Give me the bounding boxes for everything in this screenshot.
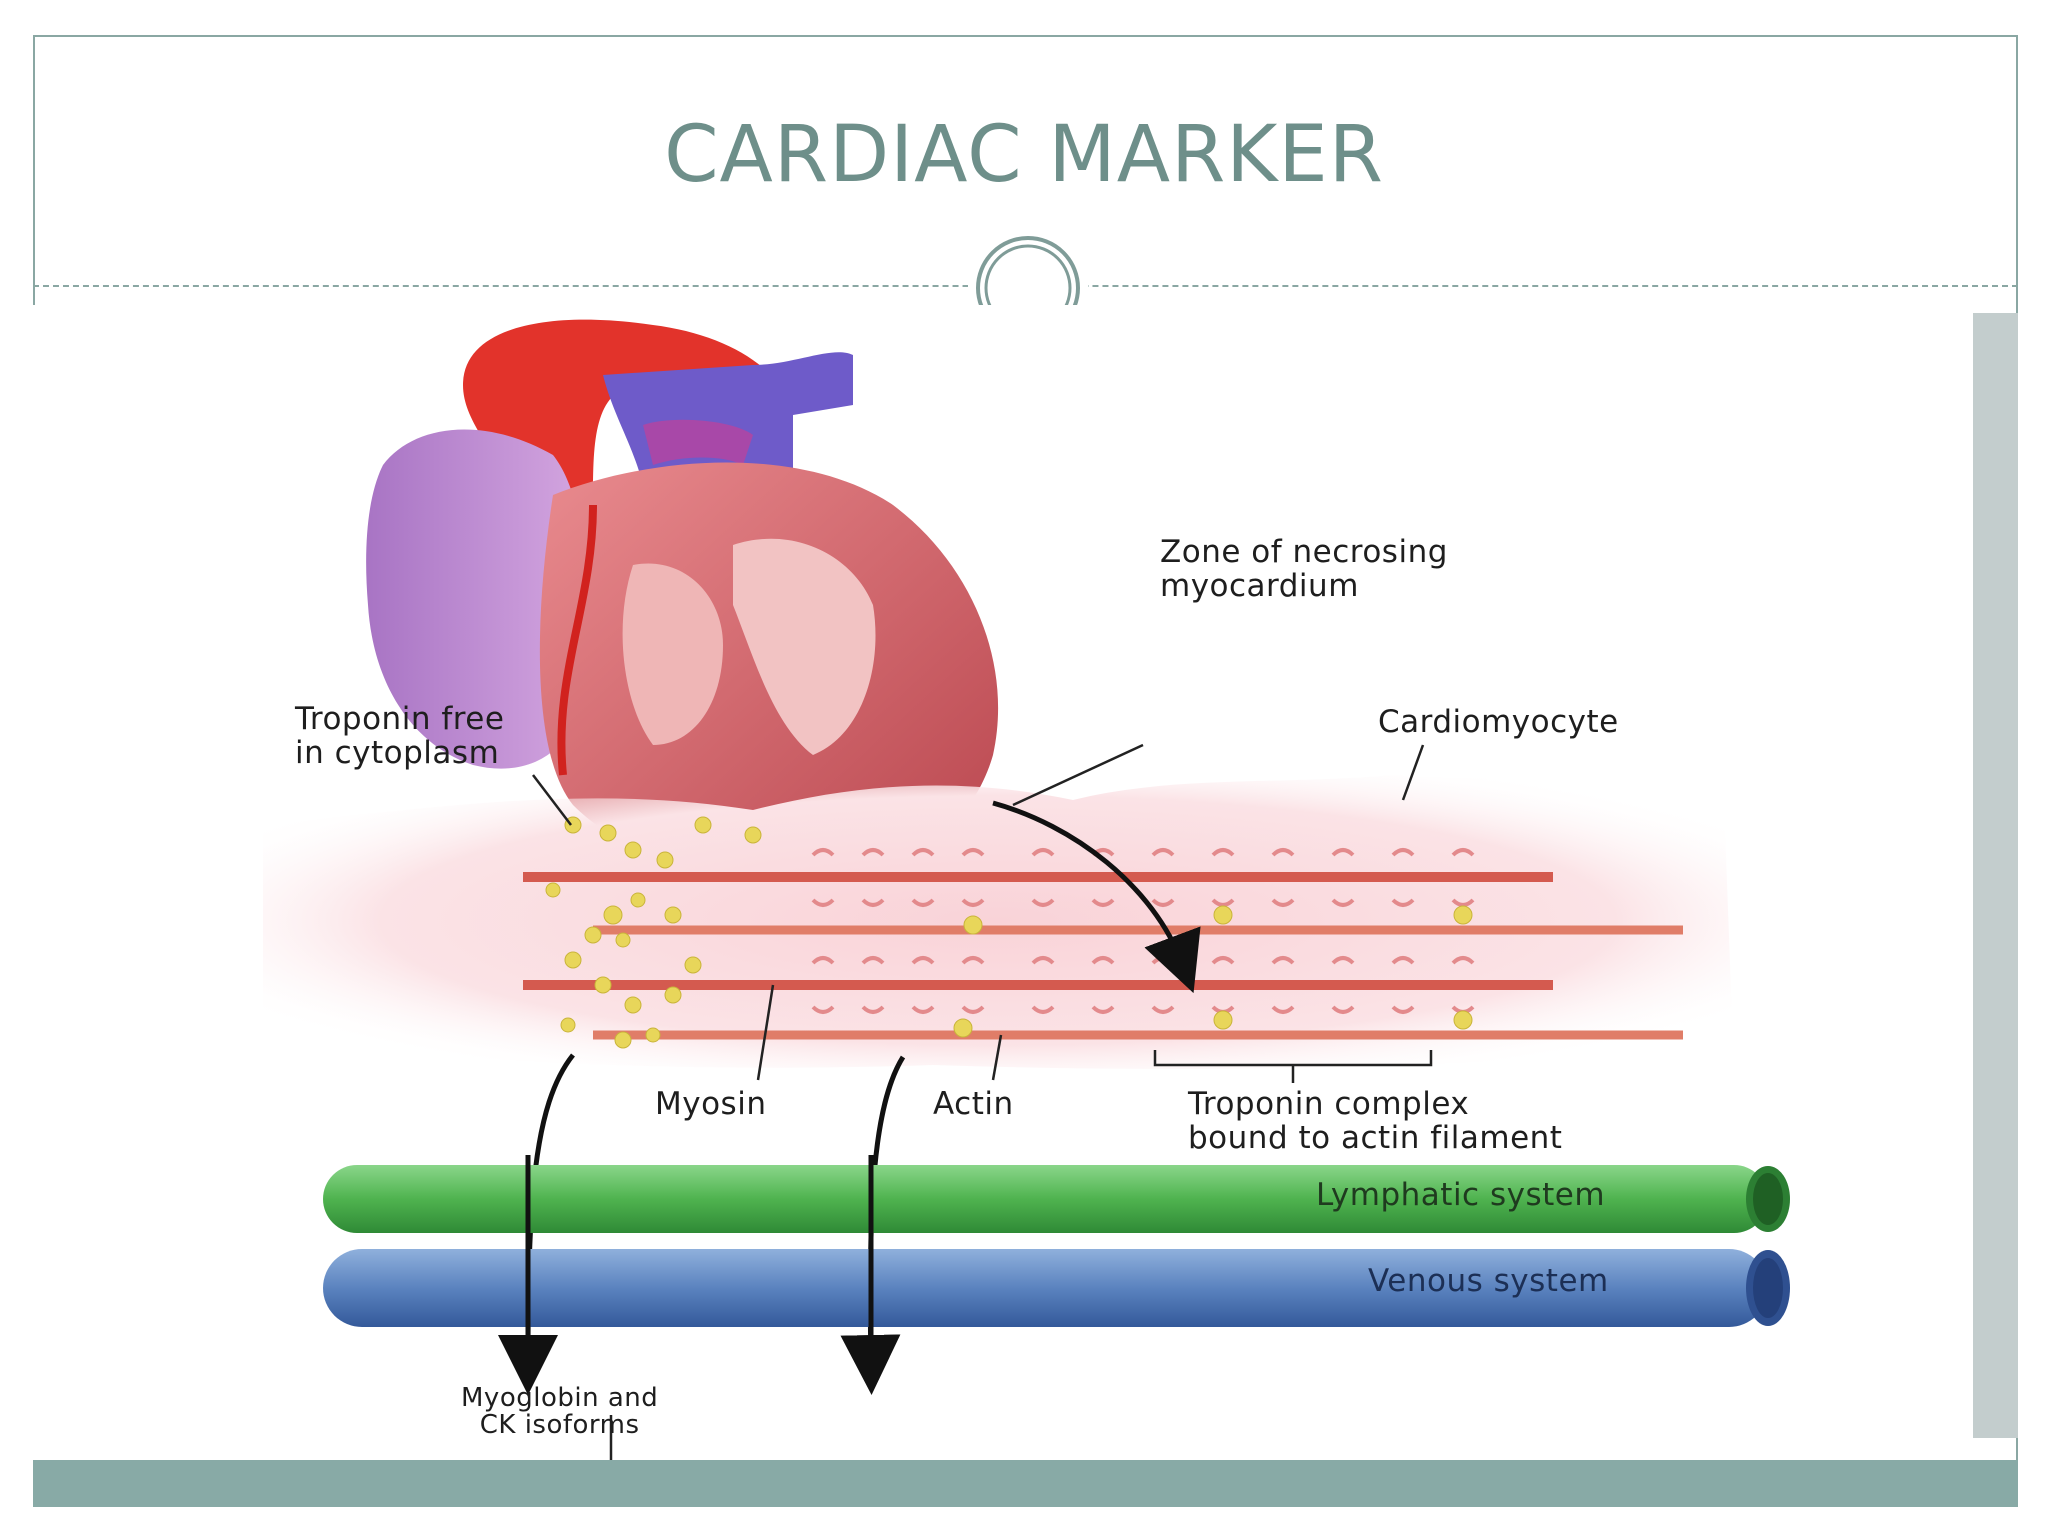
label-venous-system: Venous system — [1368, 1263, 1609, 1299]
slide-title: CARDIAC MARKER — [664, 110, 1384, 200]
label-myoglobin: Myoglobin and CK isoforms — [461, 1383, 659, 1440]
label-actin: Actin — [933, 1086, 1014, 1122]
label-zone-necrosing: Zone of necrosing myocardium — [1160, 534, 1448, 604]
slide-shadow-right — [1973, 313, 2018, 1438]
heart-illustration-icon — [366, 319, 999, 882]
leader-lines — [532, 743, 1433, 1460]
diagram-canvas — [263, 319, 1790, 1460]
label-troponin-complex: Troponin complex bound to actin filament — [1188, 1086, 1563, 1156]
label-troponin-free: Troponin free in cytoplasm — [295, 701, 505, 771]
label-myosin: Myosin — [655, 1086, 767, 1122]
label-lymphatic-system: Lymphatic system — [1316, 1177, 1606, 1213]
label-cardiomyocyte: Cardiomyocyte — [1378, 704, 1619, 740]
curved-arrow-icon — [992, 800, 1201, 994]
myofilaments — [523, 872, 1683, 1040]
troponin-dots — [545, 816, 1473, 1049]
circle-ornament-icon — [968, 230, 1088, 310]
venous-tube — [323, 1249, 1790, 1327]
cardiac-diagram: Zone of necrosing myocardium Troponin fr… — [33, 305, 1973, 1460]
lymphatic-tube — [323, 1165, 1790, 1233]
slide-footer-bar — [33, 1460, 2018, 1507]
cardiomyocyte-cell — [263, 772, 1733, 1069]
